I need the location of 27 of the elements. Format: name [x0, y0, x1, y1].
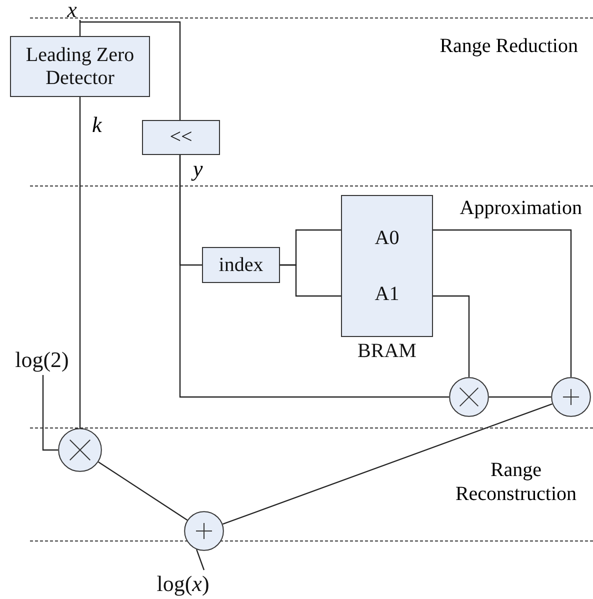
port-label: A0 [374, 226, 400, 250]
port-label: A1 [374, 282, 400, 306]
adder-circle [184, 511, 224, 551]
connector-line [433, 295, 470, 377]
connector-line [79, 20, 181, 120]
box-label: index [218, 254, 264, 276]
box-label: Leading Zero Detector [24, 44, 136, 90]
connector-line [222, 403, 552, 525]
process-box [142, 120, 220, 155]
connector-line [79, 97, 81, 428]
connector-line [280, 264, 341, 297]
connector-line [98, 462, 188, 521]
signal-text: x [67, 0, 77, 23]
process-box [10, 36, 150, 97]
box-label: << [170, 126, 192, 149]
multiplier-circle [449, 377, 489, 417]
connector-line [489, 396, 551, 398]
process-box [202, 247, 280, 283]
multiplier-circle [58, 428, 102, 472]
signal-text: log(2) [15, 347, 69, 373]
connector-line [42, 375, 58, 451]
connector-line [179, 155, 449, 398]
adder-circle [551, 377, 591, 417]
block-caption: BRAM [358, 340, 416, 363]
connector-line [433, 229, 572, 377]
signal-text: log(x) [156, 571, 210, 597]
connector-line [196, 549, 205, 570]
